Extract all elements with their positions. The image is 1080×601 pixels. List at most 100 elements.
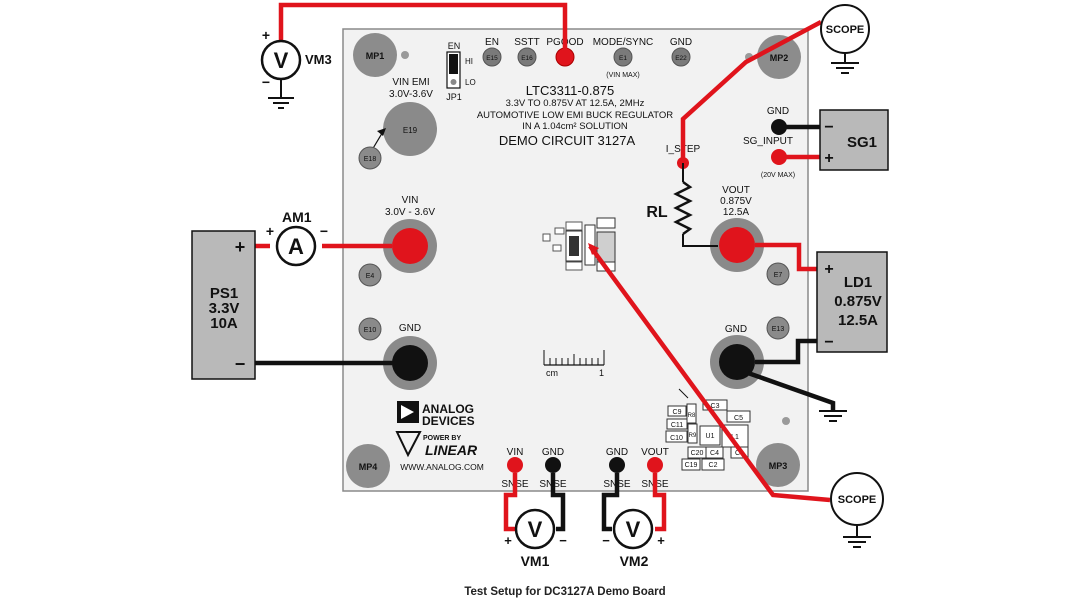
board-desc-1: 3.3V TO 0.875V AT 12.5A, 2MHz	[506, 98, 645, 109]
voltmeter-vm2[interactable]: V	[612, 508, 654, 550]
component-grid: C9 R8 C3 C5 C11 R9 U1 L1 C10 C20 C4 C1 C…	[665, 388, 751, 471]
turret-e16[interactable]: E16	[517, 47, 537, 67]
svg-text:E13: E13	[772, 326, 785, 333]
wire-scope-istep	[680, 20, 823, 163]
vout-post[interactable]	[710, 218, 764, 272]
svg-text:E18: E18	[364, 156, 377, 163]
mounting-hole-mp3: MP3	[756, 443, 800, 487]
turret-gnd-sense-1[interactable]	[545, 457, 561, 473]
ground-icon	[268, 97, 294, 109]
board-desc-3: IN A 1.04cm² SOLUTION	[522, 121, 628, 132]
turret-vin-sense[interactable]	[507, 457, 523, 473]
turret-e22[interactable]: E22	[671, 47, 691, 67]
board-desc-2: AUTOMOTIVE LOW EMI BUCK REGULATOR	[477, 110, 673, 121]
svg-text:+: +	[824, 261, 833, 278]
svg-text:LD1: LD1	[844, 274, 872, 291]
wire-scope-switch-node	[588, 244, 831, 503]
scope-probe-bottom[interactable]: SCOPE	[830, 472, 884, 526]
wire-vm1-gnd	[550, 473, 566, 532]
vout-label: VOUT	[722, 185, 750, 196]
load-resistor-rl	[673, 180, 693, 236]
turret-e13[interactable]: E13	[766, 316, 790, 340]
turret-e4[interactable]: E4	[358, 263, 382, 287]
svg-text:C9: C9	[673, 409, 682, 416]
vin-range: 3.0V - 3.6V	[385, 207, 435, 218]
electronic-load-ld1[interactable]: LD1 0.875V 12.5A + −	[816, 251, 888, 353]
arrow-icon	[588, 243, 599, 255]
scope-probe-top[interactable]: SCOPE	[820, 4, 870, 54]
turret-e10[interactable]: E10	[358, 317, 382, 341]
voltmeter-vm3[interactable]: V	[260, 39, 302, 81]
svg-text:VIN: VIN	[507, 447, 524, 458]
svg-text:C1: C1	[735, 450, 744, 457]
voltmeter-vm1[interactable]: V	[514, 508, 556, 550]
svg-text:U1: U1	[706, 433, 715, 440]
svg-text:C10: C10	[670, 435, 683, 442]
via	[401, 51, 409, 59]
vm2-plus: +	[657, 533, 665, 548]
svg-text:MP3: MP3	[769, 461, 788, 471]
svg-text:12.5A: 12.5A	[838, 312, 878, 329]
turret-e1[interactable]: E1	[613, 47, 633, 67]
turret-e15[interactable]: E15	[482, 47, 502, 67]
svg-text:DEVICES: DEVICES	[422, 414, 475, 428]
turret-vout-sense[interactable]	[647, 457, 663, 473]
wire-vout-ld1	[755, 242, 819, 272]
svg-text:C11: C11	[671, 422, 683, 429]
wire-rl-vout	[682, 234, 718, 247]
svg-text:GND: GND	[606, 447, 628, 458]
svg-text:V: V	[274, 48, 289, 73]
svg-text:R8: R8	[688, 413, 696, 419]
ammeter-am1[interactable]: A	[275, 225, 317, 267]
svg-text:WWW.ANALOG.COM: WWW.ANALOG.COM	[400, 462, 484, 472]
svg-text:C20: C20	[691, 450, 704, 457]
label-mode-sync: MODE/SYNC	[593, 37, 654, 48]
svg-text:E7: E7	[774, 272, 783, 279]
gnd-left-post[interactable]	[383, 336, 437, 390]
ruler-scale: cm 1	[543, 350, 605, 378]
power-supply-ps1[interactable]: PS1 3.3V 10A + −	[191, 230, 256, 380]
part-number: LTC3311-0.875	[526, 83, 614, 98]
svg-text:E22: E22	[675, 55, 687, 62]
svg-text:E19: E19	[403, 126, 418, 135]
vin-max-note: (VIN MAX)	[606, 72, 639, 79]
mounting-hole-mp4: MP4	[346, 444, 390, 488]
wire-gnd-ld1	[755, 338, 819, 365]
am1-minus: −	[320, 223, 328, 239]
label-sstt: SSTT	[514, 37, 540, 48]
svg-text:POWER BY: POWER BY	[423, 435, 461, 442]
sg-input-label: SG_INPUT	[743, 136, 793, 147]
svg-text:ANALOG: ANALOG	[422, 402, 474, 416]
svg-text:HI: HI	[465, 57, 473, 66]
svg-text:E16: E16	[521, 55, 533, 62]
jumper-jp1[interactable]: EN HI LO JP1	[446, 41, 475, 102]
svg-text:0.875V: 0.875V	[834, 293, 882, 310]
sg-max-note: (20V MAX)	[761, 172, 795, 179]
svg-text:E4: E4	[366, 273, 375, 280]
svg-text:PS1: PS1	[210, 285, 238, 302]
turret-e7[interactable]: E7	[766, 262, 790, 286]
arrow-icon	[377, 128, 386, 136]
gnd-left-label: GND	[399, 323, 421, 334]
svg-text:MP2: MP2	[770, 53, 789, 63]
mounting-hole-mp1: MP1	[353, 33, 397, 77]
sg-gnd-label: GND	[767, 106, 789, 117]
rl-label: RL	[646, 204, 668, 221]
svg-text:E1: E1	[619, 55, 627, 62]
svg-text:C5: C5	[734, 415, 743, 422]
svg-text:VOUT: VOUT	[641, 447, 669, 458]
svg-text:−: −	[824, 119, 833, 136]
pad-e19[interactable]: E19	[383, 102, 437, 156]
svg-text:SG1: SG1	[847, 134, 877, 151]
svg-text:MP1: MP1	[366, 51, 385, 61]
signal-generator-sg1[interactable]: SG1 − +	[819, 109, 889, 171]
vm3-plus: +	[262, 27, 270, 43]
svg-text:V: V	[528, 517, 543, 542]
svg-text:C19: C19	[685, 462, 698, 469]
vout-voltage: 0.875V	[720, 196, 752, 207]
linear-logo: POWER BY LINEAR WWW.ANALOG.COM	[395, 431, 484, 472]
turret-gnd-sense-2[interactable]	[609, 457, 625, 473]
turret-e18[interactable]: E18	[358, 146, 382, 170]
vin-post[interactable]	[383, 219, 437, 273]
